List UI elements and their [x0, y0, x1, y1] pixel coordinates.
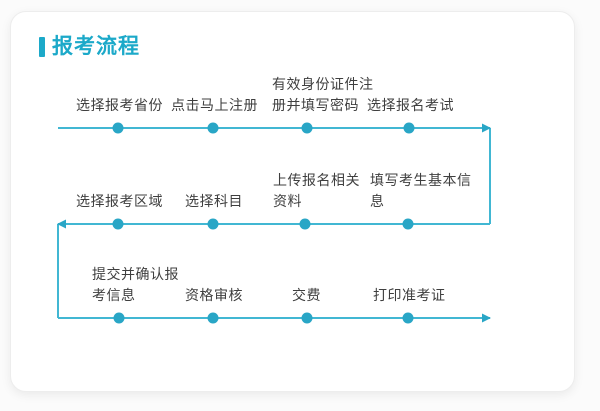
flow-card: 报考流程: [10, 11, 575, 392]
flow-step-label: 选择报考区域: [76, 193, 163, 209]
page-title: 报考流程: [52, 35, 140, 58]
flow-step-label: 提交并确认报 考信息: [92, 266, 179, 303]
flow-step-label: 交费: [292, 287, 321, 303]
section-header: 报考流程: [39, 36, 140, 58]
flow-step-label: 选择报名考试: [367, 97, 454, 113]
flow-step-label: 选择报考省份: [76, 97, 163, 113]
flow-step-label: 填写考生基本信 息: [370, 172, 472, 209]
flow-step-label: 上传报名相关 资料: [273, 172, 360, 209]
flow-step-label: 资格审核: [185, 287, 243, 303]
flow-step-label: 点击马上注册: [171, 97, 258, 113]
flow-step-label: 打印准考证: [373, 287, 446, 303]
flow-step-label: 选择科目: [185, 193, 243, 209]
accent-bar-icon: [39, 37, 45, 57]
flow-step-label: 有效身份证件注 册并填写密码: [272, 76, 374, 113]
